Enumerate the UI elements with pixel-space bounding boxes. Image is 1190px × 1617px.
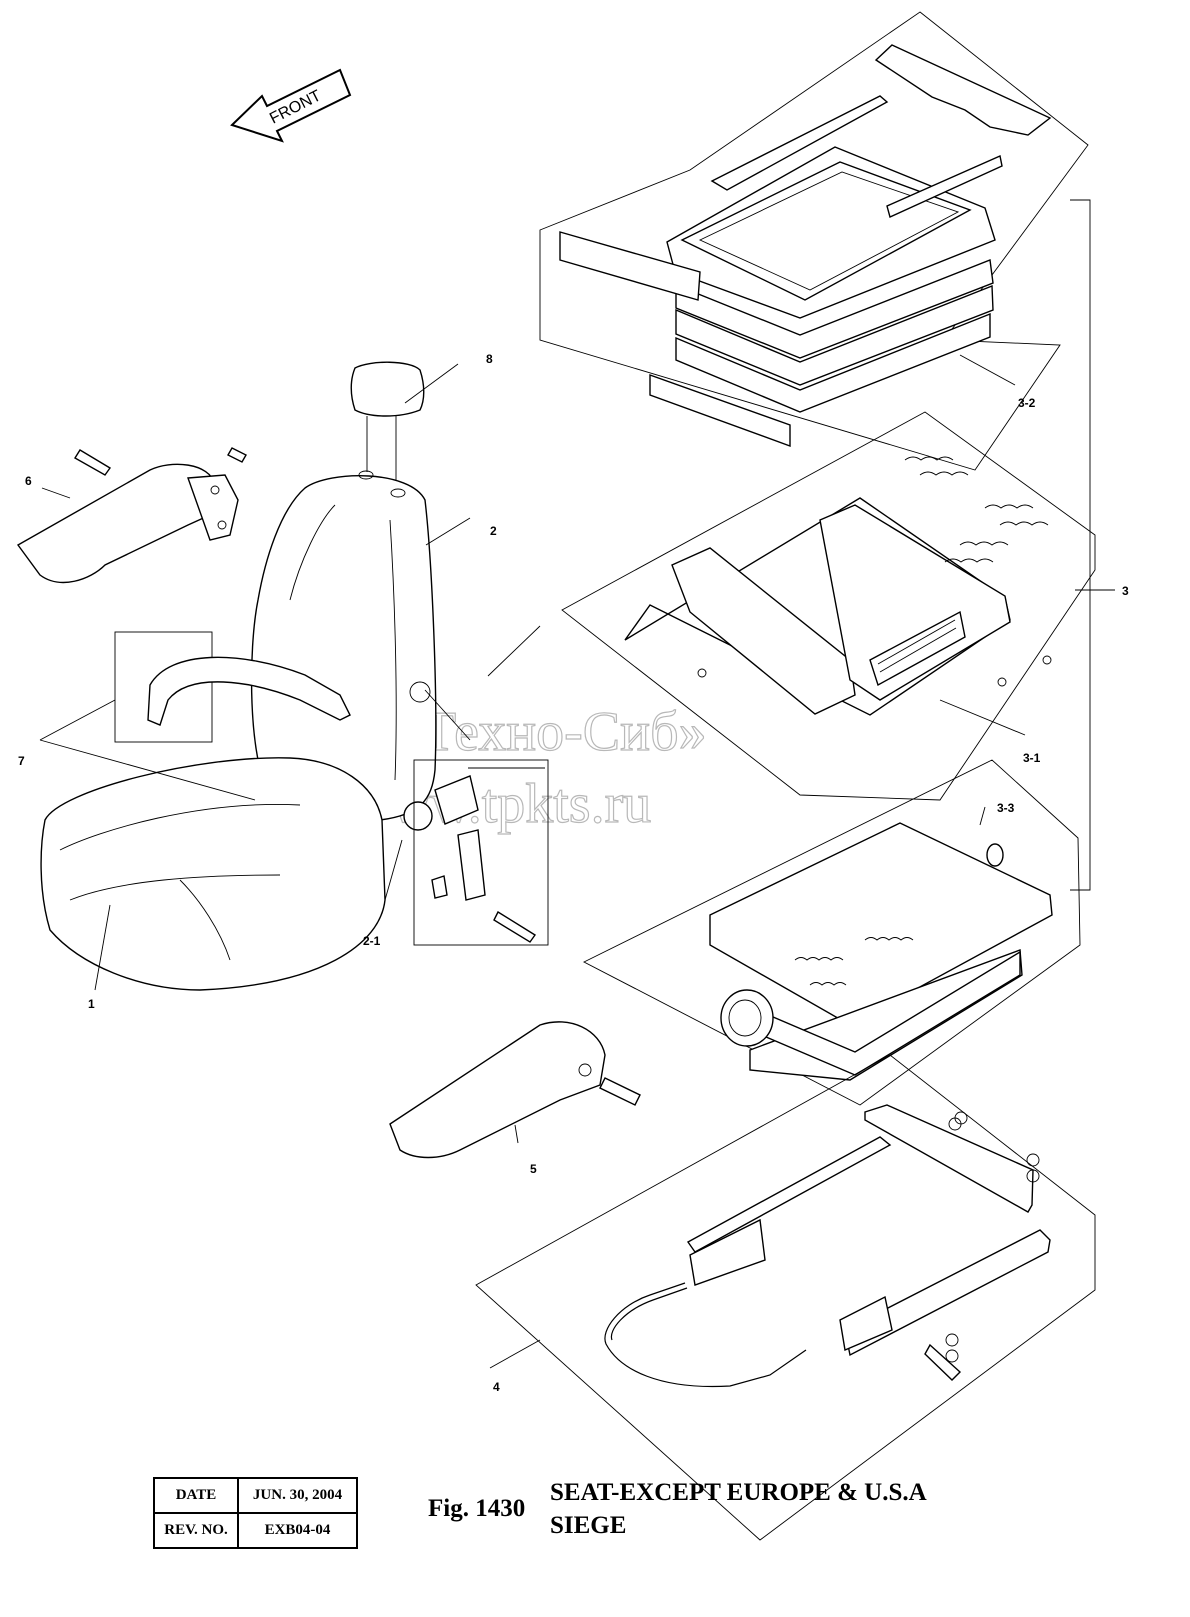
figure-number: Fig. 1430 (428, 1495, 526, 1522)
slide-rail-assembly (475, 1054, 1096, 1541)
figure-title-line-2: SIEGE (550, 1512, 627, 1539)
figure-title: SEAT-EXCEPT EUROPE & U.S.A SIEGE (550, 1476, 927, 1542)
seat-belt-assembly (114, 631, 549, 946)
revision-label: REV. NO. (153, 1512, 239, 1549)
date-label: DATE (153, 1477, 239, 1514)
front-arrow: FRONT (230, 68, 352, 143)
armrest-left (16, 447, 247, 584)
callout-6: 6 (25, 474, 32, 488)
callout-3-2: 3-2 (1018, 396, 1036, 410)
seat-assembly (40, 361, 437, 991)
date-value: JUN. 30, 2004 (237, 1477, 358, 1514)
callout-labels: 1 2 2-1 3 3-1 3-2 3-3 4 5 6 7 8 (18, 352, 1129, 1394)
callout-3: 3 (1122, 584, 1129, 598)
armrest-right (389, 1021, 641, 1159)
scissor-frame-assembly (561, 411, 1096, 801)
callout-4: 4 (493, 1380, 500, 1394)
suspension-cover-assembly (539, 11, 1089, 471)
revision-info-table: DATE JUN. 30, 2004 REV. NO. EXB04-04 (153, 1477, 358, 1549)
figure-title-line-1: SEAT-EXCEPT EUROPE & U.S.A (550, 1479, 927, 1506)
revision-value: EXB04-04 (237, 1512, 358, 1549)
callout-3-3: 3-3 (997, 801, 1015, 815)
callout-3-1: 3-1 (1023, 751, 1041, 765)
callout-7: 7 (18, 754, 25, 768)
callout-8: 8 (486, 352, 493, 366)
callout-1: 1 (88, 997, 95, 1011)
suspension-base-assembly (583, 759, 1081, 1106)
callout-2-1: 2-1 (363, 934, 381, 948)
callout-2: 2 (490, 524, 497, 538)
callout-5: 5 (530, 1162, 537, 1176)
leader-lines (39, 199, 1115, 1369)
